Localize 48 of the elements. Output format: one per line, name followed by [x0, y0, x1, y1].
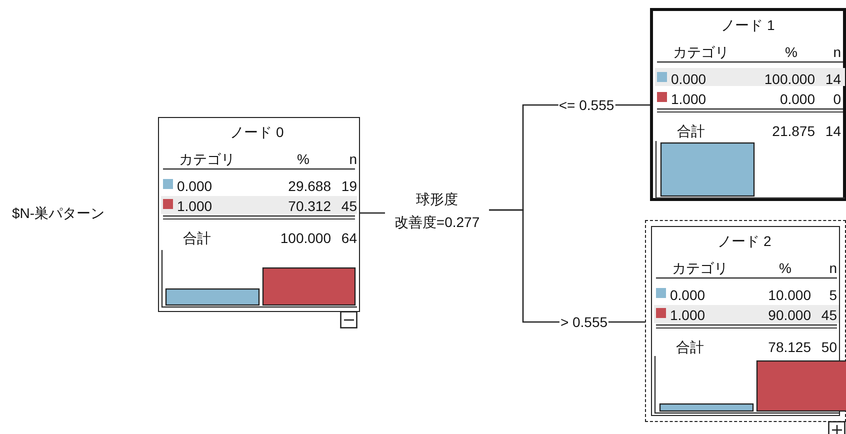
percent-value: 100.000: [280, 230, 331, 246]
category-label: 0.000: [670, 287, 706, 303]
category-label: 0.000: [671, 71, 706, 87]
count-value: 0: [833, 91, 841, 107]
percent-value: 70.312: [288, 198, 331, 214]
count-value: 19: [341, 178, 357, 194]
percent-value: 29.688: [288, 178, 331, 194]
column-header: n: [349, 151, 357, 167]
percent-value: 100.000: [764, 71, 815, 87]
total-label: 合計: [677, 123, 705, 139]
column-header: カテゴリ: [672, 260, 728, 276]
node-title: ノード 0: [230, 124, 284, 140]
percent-value: 21.875: [772, 123, 815, 139]
target-variable-label: $N-巣パターン: [12, 205, 105, 221]
count-value: 50: [821, 339, 837, 355]
percent-value: 90.000: [768, 307, 811, 323]
count-value: 5: [829, 287, 837, 303]
column-header: n: [833, 44, 841, 60]
category-label: 1.000: [671, 91, 706, 107]
split-text: 改善度=0.277: [392, 214, 482, 230]
count-value: 14: [825, 71, 841, 87]
percent-value: 0.000: [780, 91, 815, 107]
connector: [360, 212, 385, 214]
column-header: %: [785, 44, 798, 60]
count-value: 64: [341, 230, 357, 246]
percent-value: 10.000: [768, 287, 811, 303]
tree-node-box: [650, 8, 846, 201]
node-title: ノード 2: [718, 233, 772, 249]
category-label: 1.000: [670, 307, 706, 323]
count-value: 45: [341, 198, 357, 214]
column-header: %: [779, 260, 792, 276]
column-header: %: [297, 151, 310, 167]
edge-label: <= 0.555: [558, 97, 616, 113]
total-label: 合計: [676, 339, 704, 355]
category-label: 1.000: [177, 198, 212, 214]
tree-node-box: [158, 117, 360, 312]
column-header: n: [829, 260, 837, 276]
tree-node-box: [645, 220, 846, 422]
node-title: ノード 1: [721, 17, 775, 33]
count-value: 14: [825, 123, 841, 139]
count-value: 45: [821, 307, 837, 323]
split-text: 球形度: [414, 191, 460, 207]
column-header: カテゴリ: [673, 44, 729, 60]
total-label: 合計: [183, 230, 211, 246]
percent-value: 78.125: [768, 339, 811, 355]
edge-label: > 0.555: [559, 314, 609, 330]
column-header: カテゴリ: [179, 151, 235, 167]
category-label: 0.000: [177, 178, 212, 194]
